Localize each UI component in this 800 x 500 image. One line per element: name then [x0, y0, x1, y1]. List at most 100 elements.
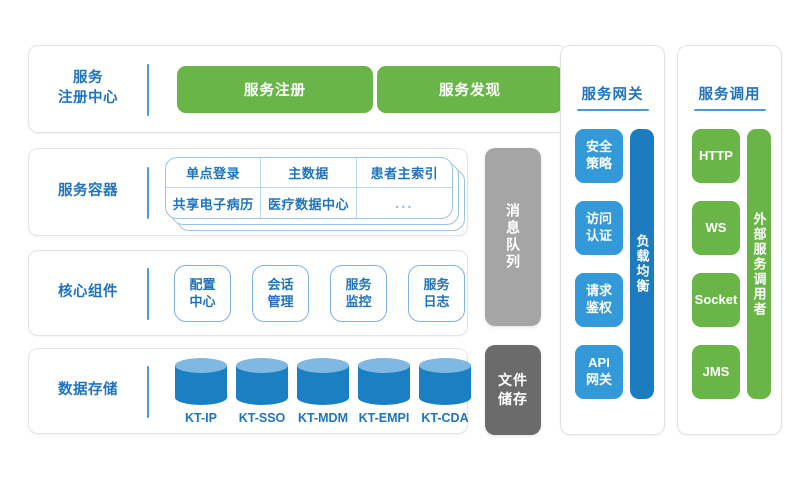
- service-gateway-title: 服务网关: [561, 83, 664, 104]
- message-queue-block[interactable]: 消息队列: [485, 148, 541, 326]
- container-cell-empi[interactable]: 患者主索引: [356, 158, 452, 188]
- gateway-chip-security-policy[interactable]: 安全 策略: [575, 129, 623, 183]
- gateway-chip-api-gateway[interactable]: API 网关: [575, 345, 623, 399]
- database-cylinder-icon: [175, 358, 227, 405]
- invocation-chip-ws[interactable]: WS: [692, 201, 740, 255]
- core-label-text: 核心组件: [58, 284, 118, 301]
- invocation-chip-http[interactable]: HTTP: [692, 129, 740, 183]
- container-cell-sso[interactable]: 单点登录: [166, 158, 262, 188]
- core-item-line1: 会话: [267, 276, 294, 292]
- service-registry-label: 服务 注册中心: [29, 46, 147, 132]
- core-item-line2: 中心: [189, 293, 216, 309]
- core-item-line1: 服务: [423, 276, 450, 292]
- core-item-config-center[interactable]: 配置 中心: [174, 265, 231, 322]
- gateway-chip-line1: 请求: [585, 283, 612, 299]
- container-label-text: 服务容器: [58, 183, 118, 200]
- service-register-label: 服务注册: [244, 83, 306, 99]
- container-divider: [147, 167, 149, 219]
- invocation-chip-socket[interactable]: Socket: [692, 273, 740, 327]
- data-storage-card: 数据存储 KT-IP KT-SSO KT-MDM KT-EMPI: [28, 348, 471, 434]
- database-cylinder-icon: [358, 358, 410, 405]
- data-storage-label: 数据存储: [29, 349, 147, 433]
- service-invocation-title: 服务调用: [678, 83, 781, 104]
- core-divider: [147, 268, 149, 320]
- gateway-chip-line1: 访问: [585, 211, 612, 227]
- service-register-button[interactable]: 服务注册: [177, 66, 373, 113]
- container-cell-label: 单点登录: [186, 166, 241, 181]
- gateway-chip-line1: 安全: [585, 139, 612, 155]
- database-kt-empi[interactable]: KT-EMPI: [358, 358, 410, 425]
- gateway-load-balancer-bar[interactable]: 负载均衡: [630, 129, 654, 399]
- invocation-title-text: 服务调用: [698, 87, 761, 103]
- database-cylinder-icon: [297, 358, 349, 405]
- external-service-caller-bar[interactable]: 外部服务调用者: [747, 129, 771, 399]
- database-label: KT-SSO: [238, 411, 286, 425]
- storage-divider: [147, 366, 149, 418]
- core-components-label: 核心组件: [29, 251, 147, 335]
- core-item-line2: 监控: [345, 293, 372, 309]
- service-discovery-label: 服务发现: [439, 83, 501, 99]
- container-cell-data-center[interactable]: 医疗数据中心: [261, 188, 357, 218]
- invocation-title-divider: [694, 109, 766, 111]
- database-cylinder-icon: [236, 358, 288, 405]
- gateway-chip-line2: 认证: [585, 228, 612, 243]
- service-gateway-card: 服务网关 安全 策略 访问 认证 请求 鉴权 API 网关: [560, 45, 665, 435]
- core-item-service-log[interactable]: 服务 日志: [408, 265, 465, 322]
- database-label: KT-EMPI: [358, 411, 410, 425]
- service-container-card: 服务容器 单点登录 主数据 患者主索引 共享电子病历: [28, 148, 468, 236]
- storage-label-text: 数据存储: [58, 382, 118, 399]
- external-caller-label: 外部服务调用者: [751, 211, 767, 317]
- core-item-service-monitor[interactable]: 服务 监控: [330, 265, 387, 322]
- core-item-line2: 管理: [267, 293, 294, 309]
- invocation-chip-label: Socket: [694, 291, 738, 307]
- gateway-chip-access-auth[interactable]: 访问 认证: [575, 201, 623, 255]
- message-queue-label: 消息队列: [505, 203, 521, 271]
- invocation-chip-label: HTTP: [699, 147, 733, 163]
- invocation-chip-label: JMS: [702, 363, 730, 379]
- file-storage-line1: 文件: [498, 372, 528, 389]
- core-item-line2: 日志: [423, 293, 450, 309]
- file-storage-line2: 储存: [498, 391, 528, 407]
- database-kt-sso[interactable]: KT-SSO: [236, 358, 288, 425]
- gateway-title-divider: [577, 109, 649, 111]
- registry-divider: [147, 64, 149, 116]
- database-kt-cda[interactable]: KT-CDA: [419, 358, 471, 425]
- database-cylinder-icon: [419, 358, 471, 405]
- gateway-title-text: 服务网关: [581, 87, 644, 103]
- service-container-label: 服务容器: [29, 149, 147, 235]
- service-container-stack: 单点登录 主数据 患者主索引 共享电子病历 医疗数据中心 .: [165, 157, 465, 231]
- core-components-card: 核心组件 配置 中心 会话 管理 服务 监控 服务 日志: [28, 250, 468, 336]
- container-cell-label: 患者主索引: [370, 166, 439, 181]
- container-cell-master-data[interactable]: 主数据: [261, 158, 357, 188]
- service-invocation-card: 服务调用 HTTP WS Socket JMS 外部服务调用者: [677, 45, 782, 435]
- container-cell-label: 医疗数据中心: [267, 196, 349, 212]
- load-balancer-label: 负载均衡: [634, 234, 650, 294]
- container-cell-more[interactable]: ...: [357, 188, 452, 218]
- core-item-line1: 配置: [189, 276, 216, 292]
- stack-layer-front: 单点登录 主数据 患者主索引 共享电子病历 医疗数据中心 .: [165, 157, 453, 219]
- gateway-chip-line2: 网关: [585, 372, 612, 387]
- invocation-chip-label: WS: [705, 219, 727, 235]
- database-label: KT-MDM: [298, 411, 348, 425]
- core-item-session-management[interactable]: 会话 管理: [252, 265, 309, 322]
- database-label: KT-IP: [185, 411, 217, 425]
- gateway-chip-line2: 策略: [585, 156, 612, 171]
- container-cell-label: 主数据: [288, 166, 329, 181]
- file-storage-block[interactable]: 文件 储存: [485, 345, 541, 435]
- invocation-chip-jms[interactable]: JMS: [692, 345, 740, 399]
- core-item-line1: 服务: [345, 276, 372, 292]
- database-kt-ip[interactable]: KT-IP: [175, 358, 227, 425]
- gateway-chip-line1: API: [588, 355, 610, 371]
- container-cell-emr[interactable]: 共享电子病历: [166, 188, 262, 218]
- gateway-chip-request-authz[interactable]: 请求 鉴权: [575, 273, 623, 327]
- service-registry-card: 服务 注册中心 服务注册 服务发现: [28, 45, 568, 133]
- service-container-grid: 单点登录 主数据 患者主索引 共享电子病历 医疗数据中心 .: [166, 158, 452, 218]
- database-label: KT-CDA: [421, 411, 469, 425]
- database-kt-mdm[interactable]: KT-MDM: [297, 358, 349, 425]
- gateway-chip-line2: 鉴权: [585, 300, 612, 315]
- container-cell-label: ...: [395, 194, 414, 212]
- service-discovery-button[interactable]: 服务发现: [377, 66, 563, 113]
- registry-label-line2: 注册中心: [58, 90, 118, 106]
- container-cell-label: 共享电子病历: [172, 196, 254, 212]
